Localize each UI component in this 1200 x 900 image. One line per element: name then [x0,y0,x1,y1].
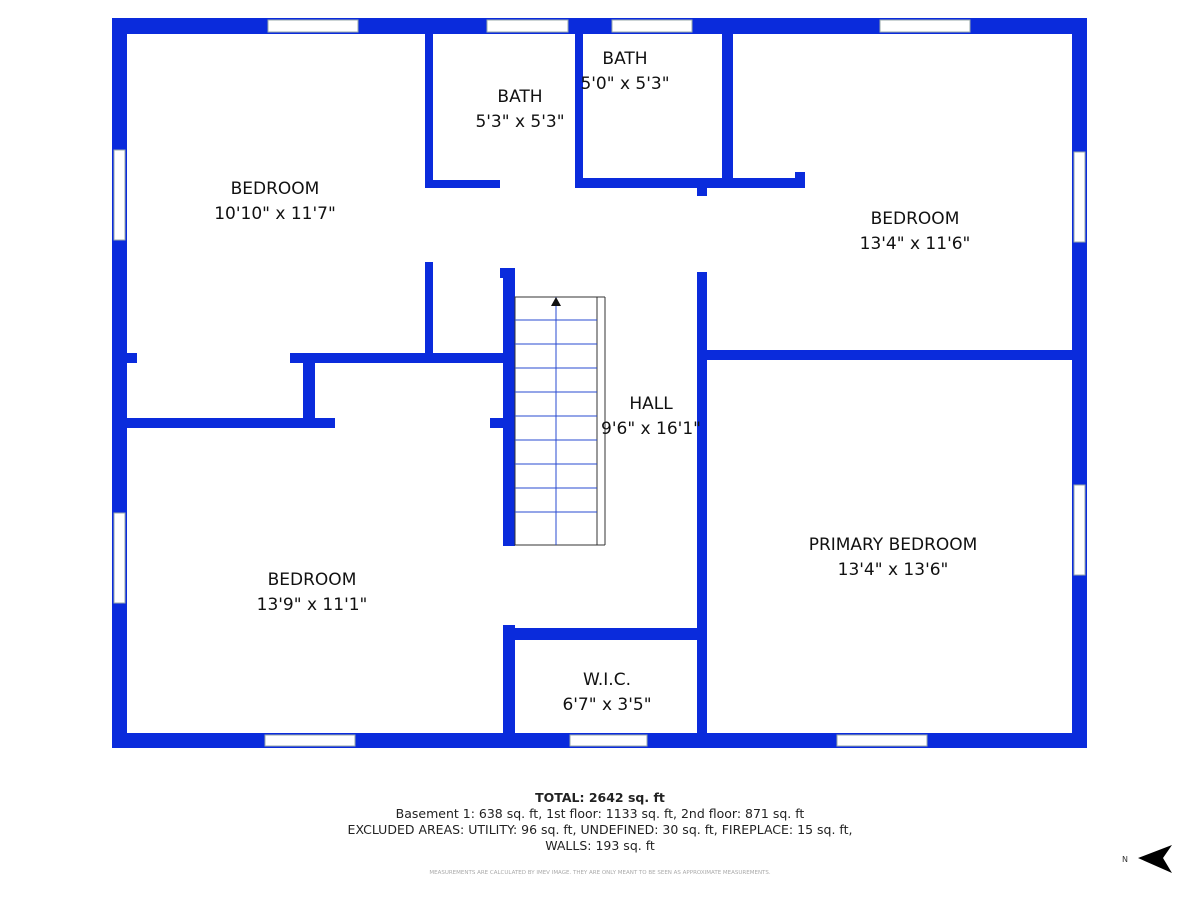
room-name: BEDROOM [267,570,357,590]
room-label-wic: W.I.C. 6'7" x 3'5" [562,668,651,718]
room-name: W.I.C. [583,670,631,690]
total-area: TOTAL: 2642 sq. ft [535,790,665,805]
excluded-areas: EXCLUDED AREAS: UTILITY: 96 sq. ft, UNDE… [347,822,853,837]
disclaimer: MEASUREMENTS ARE CALCULATED BY IMEV IMAG… [429,870,771,876]
room-name: BATH [602,49,648,69]
room-dims: 13'4" x 13'6" [837,560,949,580]
room-name: PRIMARY BEDROOM [808,535,978,555]
compass-arrow-icon: N [1122,845,1172,873]
windows [113,19,1086,747]
floor-areas: Basement 1: 638 sq. ft, 1st floor: 1133 … [395,806,805,821]
stair-arrow-icon [551,297,561,306]
compass-label: N [1122,855,1128,864]
staircase [514,296,606,546]
room-dims: 5'3" x 5'3" [475,112,565,132]
room-dims: 10'10" x 11'7" [214,204,336,224]
room-label-bath-2: BATH 5'0" x 5'3" [580,47,669,97]
room-label-bedroom-2: BEDROOM 13'4" x 11'6" [860,207,971,257]
room-name: BATH [497,87,543,107]
room-dims: 13'4" x 11'6" [859,234,971,254]
room-name: BEDROOM [870,209,960,229]
room-dims: 6'7" x 3'5" [562,695,652,715]
room-label-bath-1: BATH 5'3" x 5'3" [475,85,564,135]
area-summary: TOTAL: 2642 sq. ft Basement 1: 638 sq. f… [0,790,1200,854]
room-name: HALL [629,394,673,414]
room-label-bedroom-1: BEDROOM 10'10" x 11'7" [214,177,336,227]
room-name: BEDROOM [230,179,320,199]
north-compass: N [1120,843,1180,883]
room-dims: 5'0" x 5'3" [580,74,670,94]
room-dims: 13'9" x 11'1" [256,595,368,615]
room-label-bedroom-3: BEDROOM 13'9" x 11'1" [257,568,368,618]
wall-area: WALLS: 193 sq. ft [545,838,655,853]
walls [112,18,1087,748]
room-dims: 9'6" x 16'1" [601,419,701,439]
room-label-hall: HALL 9'6" x 16'1" [601,392,701,442]
room-label-primary-bedroom: PRIMARY BEDROOM 13'4" x 13'6" [809,533,978,583]
